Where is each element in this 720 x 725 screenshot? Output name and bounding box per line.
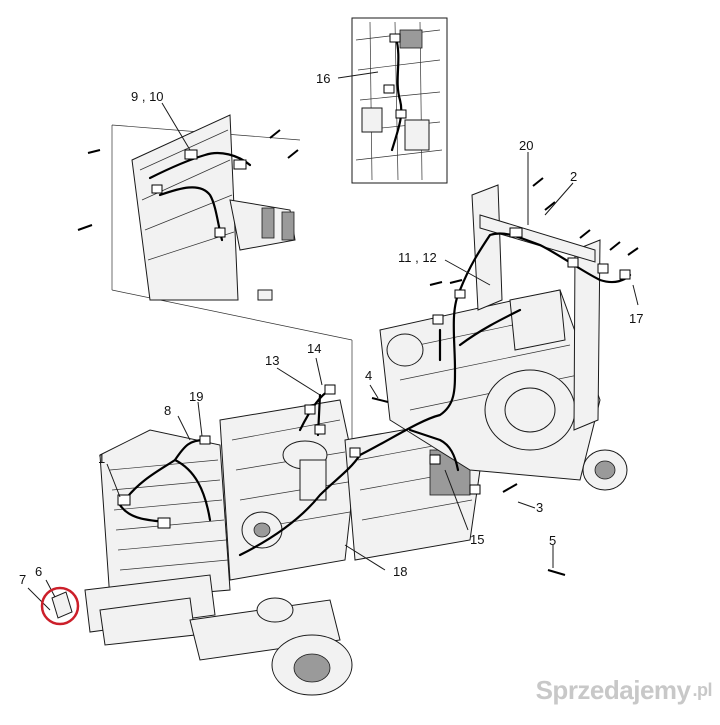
callout-4: 4 <box>365 368 372 383</box>
callout-7: 7 <box>19 572 26 587</box>
callout-15: 15 <box>470 532 484 547</box>
callout-2: 2 <box>570 169 577 184</box>
leader-lines <box>27 71 639 611</box>
callout-6: 6 <box>35 564 42 579</box>
inset-detail-dashboard <box>77 114 353 440</box>
callout-8: 8 <box>164 403 171 418</box>
callout-16: 16 <box>316 71 330 86</box>
callout-11-12: 11 , 12 <box>398 250 437 265</box>
callout-labels: 16 9 , 10 20 2 11 , 12 17 13 14 4 8 19 1… <box>19 71 643 587</box>
callout-19: 19 <box>189 389 203 404</box>
callout-3: 3 <box>536 500 543 515</box>
callout-18: 18 <box>393 564 407 579</box>
callout-14: 14 <box>307 341 321 356</box>
callout-20: 20 <box>519 138 533 153</box>
tractor-chassis <box>84 184 628 696</box>
highlighted-part-6-7 <box>40 586 80 626</box>
callout-9-10: 9 , 10 <box>131 89 164 104</box>
watermark-logo: Sprzedajemy.pl <box>535 675 713 706</box>
loose-pins <box>371 177 639 576</box>
callout-17: 17 <box>629 311 643 326</box>
watermark-text: Sprzedajemy <box>535 675 691 705</box>
callout-5: 5 <box>549 533 556 548</box>
inset-detail-top <box>351 17 448 184</box>
callout-13: 13 <box>265 353 279 368</box>
wiring-harness <box>117 227 632 557</box>
watermark-suffix: .pl <box>692 680 713 700</box>
callout-1: 1 <box>98 451 105 466</box>
